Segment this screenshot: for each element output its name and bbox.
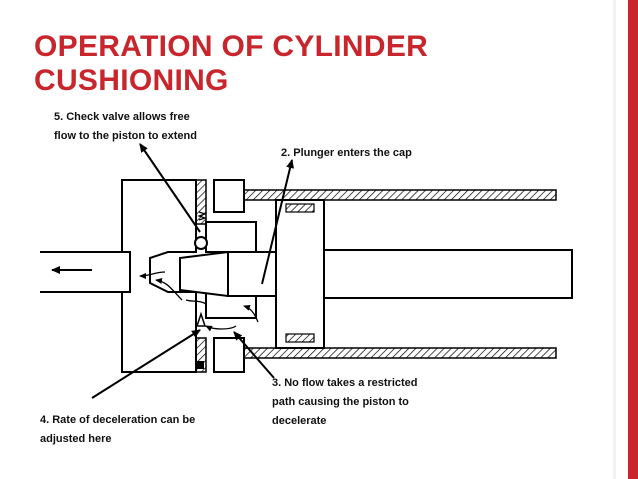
callout-leaders <box>91 143 295 399</box>
title-line-1: OPERATION OF CYLINDER <box>34 30 429 63</box>
callout-plunger: 2. Plunger enters the cap <box>281 144 412 163</box>
plunger-leader-arrow <box>261 159 295 285</box>
deceleration-leader-arrow <box>91 329 201 399</box>
page-title: OPERATION OF CYLINDER CUSHIONING <box>34 30 594 98</box>
callout-check-valve-line-1: 5. Check valve allows free <box>54 111 190 123</box>
callout-restricted-line-1: 3. No flow takes a restricted <box>272 377 418 389</box>
slide-edge-stripe <box>613 0 616 479</box>
restricted-path-leader-arrow <box>233 331 275 379</box>
piston <box>275 199 325 349</box>
end-cap <box>121 179 257 373</box>
callout-deceleration: 4. Rate of deceleration can be adjusted … <box>40 411 195 449</box>
needle-valve <box>195 311 207 373</box>
title-line-2: CUSHIONING <box>34 64 229 97</box>
outlet-port <box>40 251 130 293</box>
check-ball <box>194 236 208 250</box>
flow-path-arrows <box>139 271 259 332</box>
cylinder-barrel <box>243 189 557 359</box>
callout-deceleration-line-1: 4. Rate of deceleration can be <box>40 414 196 426</box>
plunger <box>179 250 277 298</box>
callout-check-valve: 5. Check valve allows free flow to the p… <box>54 108 197 146</box>
callout-restricted-line-2: path causing the piston to <box>272 396 409 408</box>
callout-restricted-line-3: decelerate <box>272 415 327 427</box>
piston-rod <box>323 249 573 299</box>
check-valve-spring <box>194 179 208 250</box>
callout-plunger-line-1: 2. Plunger enters the cap <box>281 147 412 159</box>
callout-check-valve-line-2: flow to the piston to extend <box>54 130 197 142</box>
slide-accent-bar <box>628 0 638 479</box>
callout-deceleration-line-2: adjusted here <box>40 433 112 445</box>
callout-restricted-path: 3. No flow takes a restricted path causi… <box>272 374 418 431</box>
check-valve-leader-arrow <box>139 143 201 233</box>
